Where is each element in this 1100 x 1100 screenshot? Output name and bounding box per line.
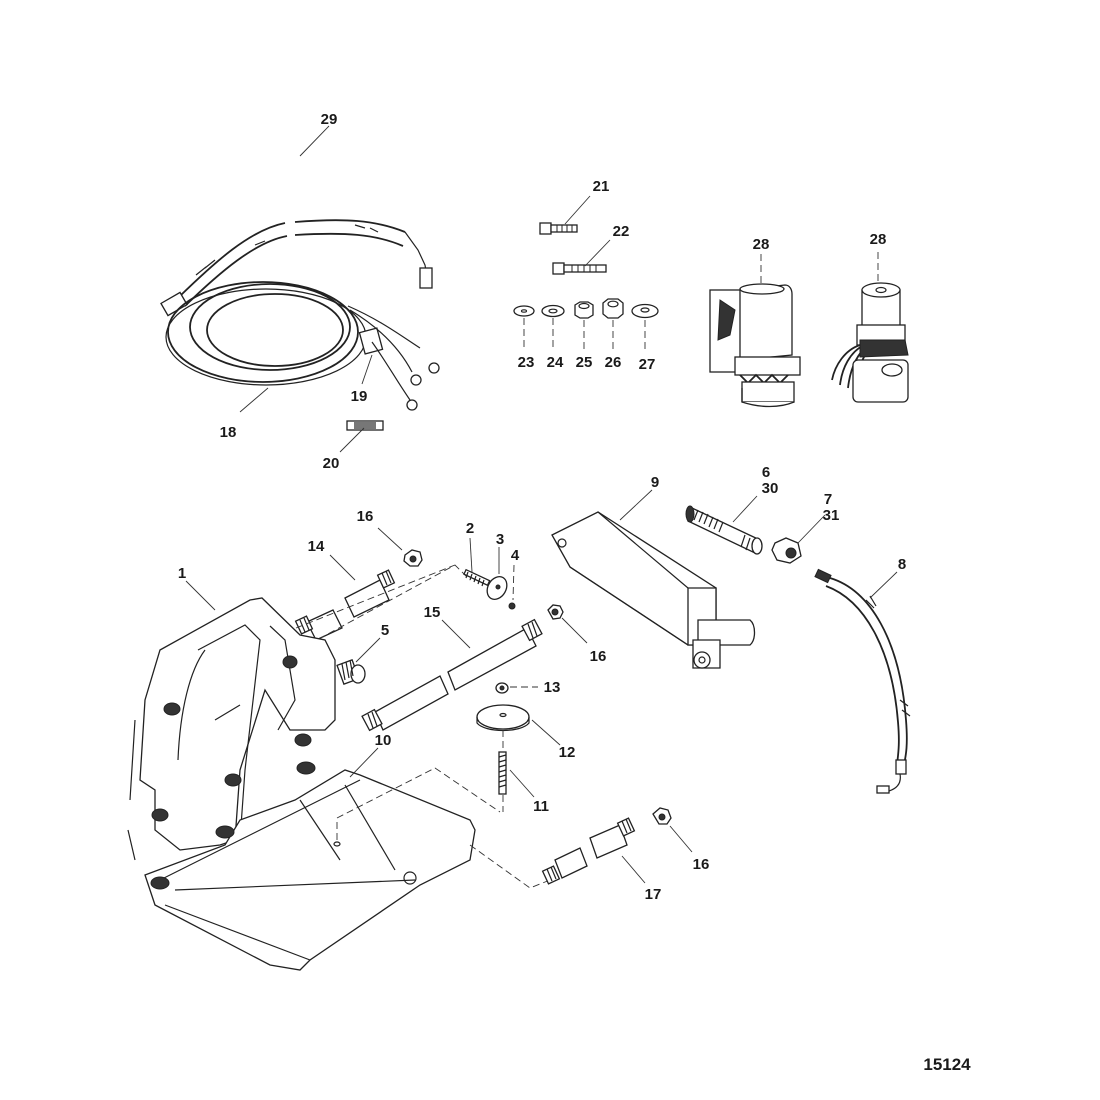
part-21-bolt[interactable] <box>539 222 578 235</box>
leader-10 <box>349 747 379 778</box>
part-15-pivot-pin[interactable] <box>361 618 543 732</box>
part-7-31-nut[interactable] <box>771 537 802 564</box>
callout-16-c: 16 <box>693 856 710 873</box>
leader-16-b <box>561 617 588 644</box>
callout-28-b: 28 <box>870 231 887 248</box>
part-16-locknut-a[interactable] <box>403 549 423 567</box>
part-12-disc[interactable] <box>476 704 530 732</box>
callout-10: 10 <box>375 732 392 749</box>
leader-9 <box>619 489 653 521</box>
leader-18 <box>239 387 269 413</box>
callout-6: 6 <box>762 464 770 481</box>
callout-30: 30 <box>762 480 779 497</box>
leader-17 <box>621 855 646 884</box>
callout-4: 4 <box>511 547 520 564</box>
part-28-pump-motor-a[interactable] <box>709 283 801 408</box>
leader-20 <box>339 427 365 453</box>
callout-15: 15 <box>424 604 441 621</box>
callout-31: 31 <box>823 507 840 524</box>
callout-3: 3 <box>496 531 504 548</box>
callout-16-a: 16 <box>357 508 374 525</box>
leader-29 <box>299 125 330 157</box>
leader-12 <box>531 719 561 746</box>
callout-14: 14 <box>308 538 325 555</box>
leader-21 <box>564 195 591 225</box>
part-28-pump-motor-b[interactable] <box>831 282 909 403</box>
part-26-nut[interactable] <box>602 298 624 319</box>
callout-17: 17 <box>645 886 662 903</box>
part-2-screw[interactable] <box>463 568 491 587</box>
callout-9: 9 <box>651 474 659 491</box>
callout-2: 2 <box>466 520 474 537</box>
part-6-30-stud[interactable] <box>685 505 763 555</box>
callout-7: 7 <box>824 491 832 508</box>
part-8-hose[interactable] <box>814 568 911 794</box>
callout-16-b: 16 <box>590 648 607 665</box>
part-11-stud[interactable] <box>498 751 507 795</box>
callout-12: 12 <box>559 744 576 761</box>
leader-5 <box>355 637 381 663</box>
leader-2 <box>469 537 473 573</box>
callout-5: 5 <box>381 622 389 639</box>
leader-16-c <box>669 825 693 853</box>
part-22-bolt[interactable] <box>552 262 607 275</box>
callout-24: 24 <box>547 354 564 371</box>
leader-11 <box>509 769 535 798</box>
part-17-pivot-pin[interactable] <box>541 817 636 885</box>
callout-1: 1 <box>178 565 186 582</box>
part-24-washer[interactable] <box>541 304 565 318</box>
alignment-line-lower <box>469 844 556 889</box>
part-4-nut[interactable] <box>508 602 516 610</box>
callout-19: 19 <box>351 388 368 405</box>
leader-22 <box>584 239 611 267</box>
part-29-hose[interactable] <box>160 219 433 317</box>
part-16-locknut-b[interactable] <box>547 604 564 620</box>
leader-7-31 <box>797 514 826 544</box>
part-27-washer[interactable] <box>631 303 659 319</box>
callout-25: 25 <box>576 354 593 371</box>
part-13-nut[interactable] <box>495 682 509 694</box>
leader-8 <box>869 571 898 599</box>
part-14-pivot-pin[interactable] <box>294 569 396 641</box>
part-23-washer[interactable] <box>513 305 535 317</box>
alignment-line-middle <box>336 767 501 840</box>
figure-number: 15124 <box>923 1055 971 1074</box>
callout-18: 18 <box>220 424 237 441</box>
callout-22: 22 <box>613 223 630 240</box>
part-1-bracket[interactable] <box>127 597 336 861</box>
leader-6-30 <box>732 495 758 523</box>
part-3-washer[interactable] <box>483 573 511 603</box>
leader-15 <box>441 619 471 649</box>
leader-16-a <box>377 527 403 551</box>
part-16-locknut-c[interactable] <box>652 807 672 825</box>
callout-8: 8 <box>898 556 906 573</box>
part-9-trim-cylinder[interactable] <box>551 511 756 669</box>
callout-28-a: 28 <box>753 236 770 253</box>
part-5-plug[interactable] <box>336 659 366 685</box>
callout-26: 26 <box>605 354 622 371</box>
callout-20: 20 <box>323 455 340 472</box>
callout-23: 23 <box>518 354 535 371</box>
part-25-nut[interactable] <box>574 301 594 319</box>
part-18-wiring-harness[interactable] <box>165 281 367 386</box>
callout-13: 13 <box>544 679 561 696</box>
part-10-transom-plate[interactable] <box>144 761 476 971</box>
part-19-connector[interactable] <box>347 305 440 411</box>
leader-1 <box>185 580 216 611</box>
part-20-fuse[interactable] <box>346 420 384 431</box>
callout-29: 29 <box>321 111 338 128</box>
callout-21: 21 <box>593 178 610 195</box>
leader-14 <box>329 554 356 581</box>
callout-11: 11 <box>533 798 549 815</box>
callout-27: 27 <box>639 356 656 373</box>
leader-19 <box>361 354 373 385</box>
